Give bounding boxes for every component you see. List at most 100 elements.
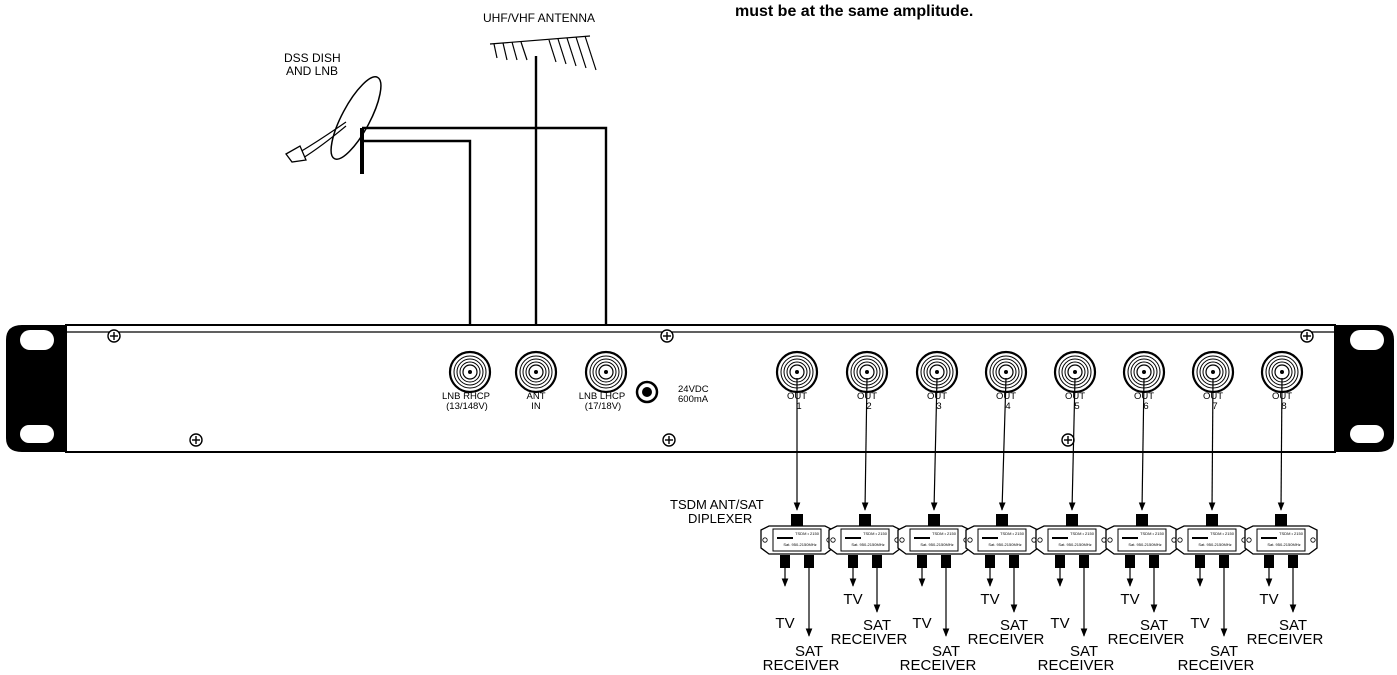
lnb-lhcp-volt: (17/18V) <box>585 401 621 412</box>
svg-text:Sat. 950-2150MHz: Sat. 950-2150MHz <box>988 542 1021 547</box>
svg-text:Sat. 950-2150MHz: Sat. 950-2150MHz <box>1267 542 1300 547</box>
screw-icon <box>662 433 676 447</box>
sat-receiver-label: SAT <box>932 643 960 660</box>
sat-receiver-label-2: RECEIVER <box>831 631 908 648</box>
output-number: 6 <box>1143 401 1148 412</box>
amplitude-note: must be at the same amplitude. <box>735 3 973 20</box>
lnb-rhcp-volt: (13/148V) <box>446 401 488 412</box>
screw-icon <box>1061 433 1075 447</box>
power-jack <box>635 380 659 404</box>
sat-receiver-label: SAT <box>863 617 891 634</box>
svg-text:TSDM • 2150: TSDM • 2150 <box>1210 531 1235 536</box>
svg-text:Sat. 950-2150MHz: Sat. 950-2150MHz <box>920 542 953 547</box>
f-connector-icon <box>514 350 558 394</box>
svg-text:TSDM • 2150: TSDM • 2150 <box>1070 531 1095 536</box>
sat-receiver-label-2: RECEIVER <box>1108 631 1185 648</box>
sat-receiver-label: SAT <box>795 643 823 660</box>
output-label: OUT <box>996 391 1016 402</box>
sat-receiver-label: SAT <box>1140 617 1168 634</box>
screw-icon <box>107 329 121 343</box>
screw-icon <box>189 433 203 447</box>
cable-lhcp <box>362 126 608 358</box>
svg-text:TSDM • 2150: TSDM • 2150 <box>863 531 888 536</box>
lnb-lhcp-label: LNB LHCP <box>579 391 625 402</box>
screw-icon <box>660 329 674 343</box>
svg-text:Sat. 950-2150MHz: Sat. 950-2150MHz <box>1198 542 1231 547</box>
output-number: 2 <box>866 401 871 412</box>
tv-label: TV <box>1190 615 1209 632</box>
power-label: 24VDC <box>678 384 709 395</box>
output-cable <box>1138 377 1146 511</box>
dish-label-1: DSS DISH <box>284 51 341 65</box>
lnb-rhcp-label: LNB RHCP <box>442 391 490 402</box>
output-number: 8 <box>1281 401 1286 412</box>
tv-label: TV <box>1120 591 1139 608</box>
sat-receiver-label: SAT <box>1210 643 1238 660</box>
f-connector-icon <box>915 350 959 394</box>
diplexer-label-1: TSDM ANT/SAT <box>670 497 764 512</box>
sat-receiver-label-2: RECEIVER <box>763 657 840 674</box>
rack-panel <box>6 324 1394 453</box>
ant-in-label: ANT <box>527 391 546 402</box>
svg-text:Sat. 950-2150MHz: Sat. 950-2150MHz <box>1058 542 1091 547</box>
svg-text:Sat. 950-2150MHz: Sat. 950-2150MHz <box>1128 542 1161 547</box>
output-cable <box>998 377 1007 511</box>
svg-text:TSDM • 2150: TSDM • 2150 <box>932 531 957 536</box>
cable-rhcp <box>362 139 472 358</box>
svg-text:TSDM • 2150: TSDM • 2150 <box>1000 531 1025 536</box>
rack-slot <box>1350 330 1384 350</box>
f-connector-icon <box>584 350 628 394</box>
tv-label: TV <box>1050 615 1069 632</box>
tv-label: TV <box>1259 591 1278 608</box>
sat-receiver-label: SAT <box>1070 643 1098 660</box>
antenna-icon <box>489 35 597 71</box>
f-connector-icon <box>448 350 492 394</box>
output-cable <box>1208 377 1216 511</box>
svg-text:Sat. 950-2150MHz: Sat. 950-2150MHz <box>851 542 884 547</box>
f-connector-icon <box>1053 350 1097 394</box>
output-number: 5 <box>1074 401 1079 412</box>
f-connector-icon <box>1122 350 1166 394</box>
output-number: 7 <box>1212 401 1217 412</box>
sat-receiver-label: SAT <box>1000 617 1028 634</box>
sat-receiver-label-2: RECEIVER <box>1178 657 1255 674</box>
sat-receiver-label-2: RECEIVER <box>1038 657 1115 674</box>
tv-label: TV <box>843 591 862 608</box>
output-number: 3 <box>936 401 941 412</box>
ant-in-label-2: IN <box>531 401 541 412</box>
output-cable <box>930 377 938 511</box>
rack-slot <box>20 425 54 443</box>
f-connector-icon <box>1260 350 1304 394</box>
dish-icon <box>285 76 382 174</box>
svg-text:TSDM • 2150: TSDM • 2150 <box>1140 531 1165 536</box>
power-current: 600mA <box>678 394 709 405</box>
tv-label: TV <box>912 615 931 632</box>
output-cable <box>1068 377 1076 511</box>
diplexer-label-2: DIPLEXER <box>688 511 752 526</box>
sat-receiver-label-2: RECEIVER <box>1247 631 1324 648</box>
rack-slot <box>20 330 54 350</box>
sat-receiver-label-2: RECEIVER <box>900 657 977 674</box>
output-number: 4 <box>1005 401 1010 412</box>
output-number: 1 <box>796 401 801 412</box>
output-cable <box>861 377 869 511</box>
output-cable <box>1277 377 1285 511</box>
dish-label-2: AND LNB <box>286 64 338 78</box>
antenna-label: UHF/VHF ANTENNA <box>483 11 595 25</box>
sat-receiver-label: SAT <box>1279 617 1307 634</box>
sat-receiver-label-2: RECEIVER <box>968 631 1045 648</box>
input-ports <box>448 350 628 394</box>
tv-label: TV <box>980 591 999 608</box>
rack-slot <box>1350 425 1384 443</box>
svg-text:TSDM • 2150: TSDM • 2150 <box>1279 531 1304 536</box>
tv-label: TV <box>775 615 794 632</box>
